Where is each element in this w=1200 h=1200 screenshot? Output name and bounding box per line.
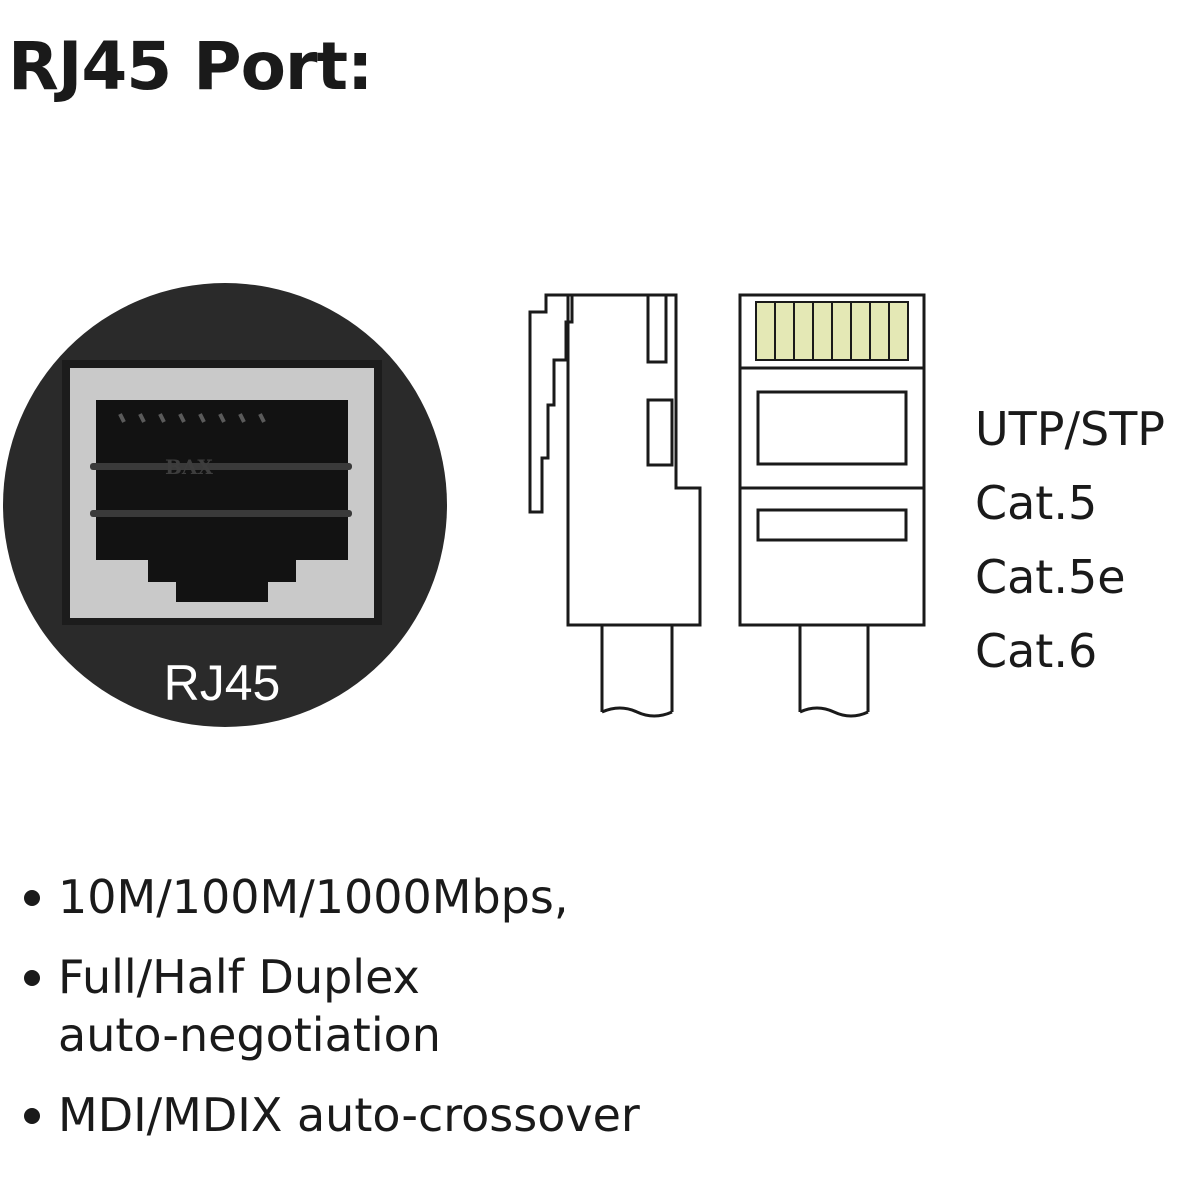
- port-contact-marks: BAX: [165, 455, 213, 479]
- dot-bullet-icon: [24, 1108, 40, 1124]
- cable-type-item: Cat.5: [975, 476, 1098, 530]
- rj45-port-icon: BAX RJ45: [3, 283, 447, 727]
- feature-item: MDI/MDIX auto-crossover: [24, 1086, 640, 1144]
- feature-text: MDI/MDIX auto-crossover: [58, 1088, 640, 1142]
- port-spring-bottom: [90, 510, 352, 517]
- plug-contact-dividers: [774, 302, 890, 360]
- feature-text: Full/Half Duplex: [58, 950, 420, 1004]
- dot-bullet-icon: [24, 970, 40, 986]
- feature-text: auto-negotiation: [58, 1008, 441, 1062]
- cable-type-item: Cat.5e: [975, 550, 1126, 604]
- port-spring-top: [90, 463, 352, 470]
- plug-front-view: [738, 293, 926, 718]
- feature-item: Full/Half Duplex auto-negotiation: [24, 948, 640, 1064]
- rj45-plug-icon: [528, 293, 926, 718]
- plug-side-view: [528, 293, 702, 718]
- dot-bullet-icon: [24, 890, 40, 906]
- port-contacts: [118, 413, 266, 423]
- port-label: RJ45: [164, 655, 281, 711]
- cable-type-item: UTP/STP: [975, 402, 1166, 456]
- feature-text: 10M/100M/1000Mbps,: [58, 870, 569, 924]
- cable-type-item: Cat.6: [975, 624, 1098, 678]
- feature-list: 10M/100M/1000Mbps, Full/Half Duplex auto…: [24, 868, 640, 1166]
- page-title: RJ45 Port:: [8, 28, 373, 105]
- feature-item: 10M/100M/1000Mbps,: [24, 868, 640, 926]
- port-opening: [96, 400, 348, 602]
- cable-type-list: UTP/STP Cat.5 Cat.5e Cat.6: [975, 392, 1165, 688]
